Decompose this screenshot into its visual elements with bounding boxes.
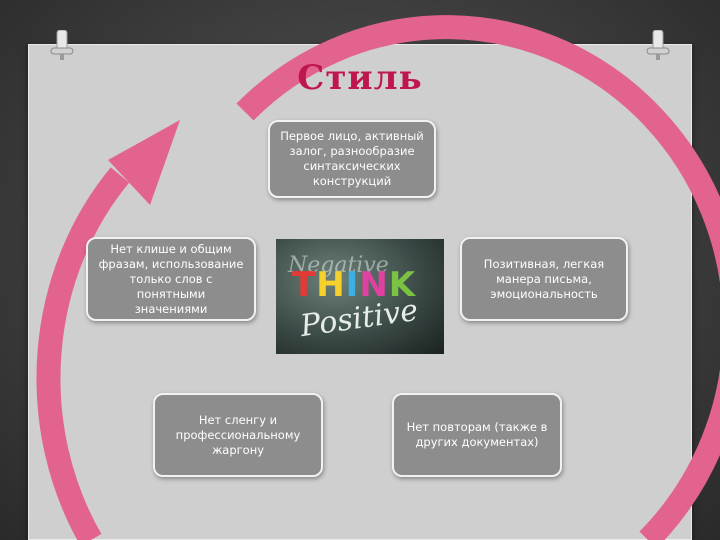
top-box-line: Первое лицо, активный <box>280 129 424 144</box>
bottom-left-box-line: жаргону <box>176 443 301 458</box>
slide-title: Стиль <box>0 58 720 98</box>
top-box-line: залог, разнообразие <box>280 144 424 159</box>
top-box-line: конструкций <box>280 174 424 189</box>
right-box-line: манера письма, <box>484 272 604 287</box>
think-positive-image: Negative THINK Positive <box>276 239 444 354</box>
bottom-right-box-line: других документах) <box>407 435 548 450</box>
right-box-line: эмоциональность <box>484 287 604 302</box>
right-box-line: Позитивная, легкая <box>484 257 604 272</box>
left-box-line: только слов с понятными <box>96 272 246 302</box>
image-letter: I <box>346 265 360 305</box>
bottom-left-box: Нет сленгу и профессиональному жаргону <box>153 393 323 477</box>
top-box-line: синтаксических <box>280 159 424 174</box>
left-box: Нет клише и общим фразам, использование … <box>86 237 256 321</box>
right-box: Позитивная, легкая манера письма, эмоцио… <box>460 237 628 321</box>
top-box: Первое лицо, активный залог, разнообрази… <box>268 120 436 198</box>
left-box-line: Нет клише и общим <box>96 242 246 257</box>
bottom-right-box: Нет повторам (также в других документах) <box>392 393 562 477</box>
left-box-line: фразам, использование <box>96 257 246 272</box>
bottom-right-box-line: Нет повторам (также в <box>407 420 548 435</box>
image-letter: T <box>292 265 316 305</box>
image-letter: H <box>316 265 345 305</box>
left-box-line: значениями <box>96 302 246 317</box>
bottom-left-box-line: профессиональному <box>176 428 301 443</box>
bottom-left-box-line: Нет сленгу и <box>176 413 301 428</box>
